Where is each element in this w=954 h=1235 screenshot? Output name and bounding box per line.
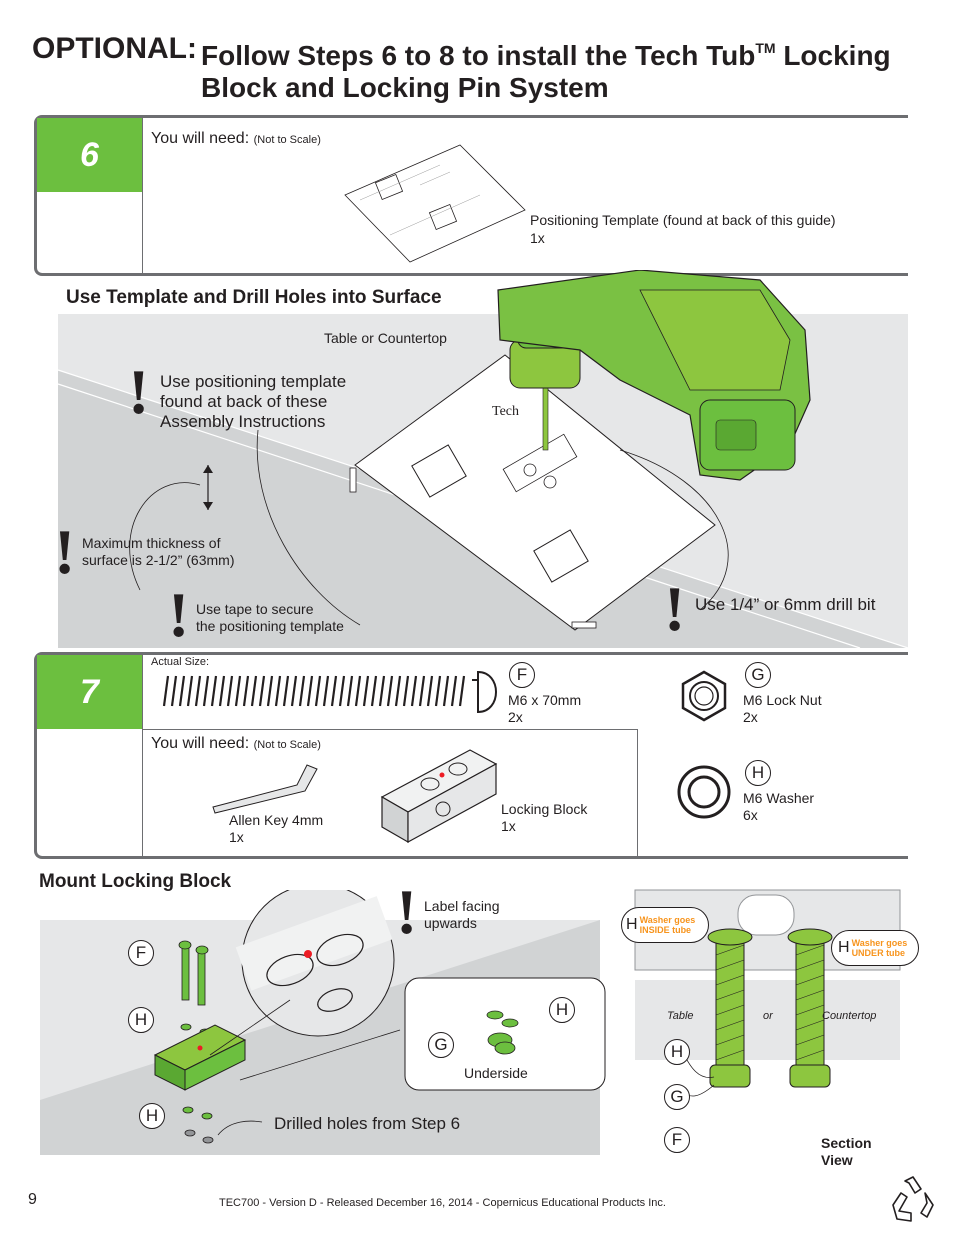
actual-size-label: Actual Size: xyxy=(151,656,210,668)
note-template-line3: Assembly Instructions xyxy=(160,412,326,431)
washer-under-line1: Washer goes xyxy=(851,938,908,948)
drill-section-heading: Use Template and Drill Holes into Surfac… xyxy=(66,287,442,308)
title-part1: Follow Steps 6 to 8 to install the Tech … xyxy=(201,40,756,71)
note-thickness-line1: Maximum thickness of xyxy=(82,535,221,551)
washer-under-letter: H xyxy=(838,939,850,956)
label-facing-line1: Label facing xyxy=(424,898,500,914)
section-view-line1: Section xyxy=(821,1135,872,1151)
step7-you-will-need: You will need: (Not to Scale) xyxy=(151,734,321,753)
locking-block-quantity: 1x xyxy=(501,818,516,834)
letter-h-badge: H xyxy=(745,760,771,786)
not-to-scale-label: (Not to Scale) xyxy=(253,739,321,751)
bolt-description: M6 x 70mm xyxy=(508,692,582,708)
page-number: 9 xyxy=(28,1191,37,1208)
nut-quantity: 2x xyxy=(743,709,758,725)
section-letter-g: G xyxy=(664,1084,690,1110)
recycle-icon xyxy=(892,1176,934,1222)
locking-block-icon xyxy=(380,749,498,844)
section-letter-f: F xyxy=(664,1127,690,1153)
note-drill-bit: Use 1/4” or 6mm drill bit xyxy=(695,595,876,614)
footer-text: TEC700 - Version D - Released December 1… xyxy=(219,1197,666,1209)
washer-inside-line2: INSIDE tube xyxy=(639,925,692,935)
template-quantity: 1x xyxy=(530,230,545,246)
section-view-label: Section View xyxy=(821,1135,872,1169)
letter-f-badge: F xyxy=(509,662,535,688)
section-countertop-word: Countertop xyxy=(822,1010,877,1022)
washer-icon xyxy=(677,765,731,819)
underside-letter-g: G xyxy=(428,1032,454,1058)
title-part2: Locking xyxy=(775,40,891,71)
underside-label: Underside xyxy=(464,1065,528,1081)
trademark: TM xyxy=(755,40,776,56)
note-template: Use positioning template found at back o… xyxy=(160,372,346,432)
note-tape-line1: Use tape to secure xyxy=(196,601,314,617)
section-table-word: Table xyxy=(667,1010,694,1022)
washer-quantity: 6x xyxy=(743,807,758,823)
mount-section-heading: Mount Locking Block xyxy=(39,871,232,892)
warning-icon: ! xyxy=(54,516,76,587)
mount-letter-h-top: H xyxy=(128,1007,154,1033)
step7-number: 7 xyxy=(37,655,142,729)
need-box-top xyxy=(142,729,638,730)
label-facing-line2: upwards xyxy=(424,915,477,931)
drilled-holes-label: Drilled holes from Step 6 xyxy=(274,1114,461,1133)
table-countertop-label: Table or Countertop xyxy=(324,330,447,346)
title-line2: Block and Locking Pin System xyxy=(201,72,609,103)
bolt-quantity: 2x xyxy=(508,709,523,725)
section-or-word: or xyxy=(763,1010,773,1022)
page-title: Follow Steps 6 to 8 to install the Tech … xyxy=(201,32,921,104)
mount-letter-f: F xyxy=(128,940,154,966)
washer-description: M6 Washer xyxy=(743,790,815,806)
positioning-template-thumbnail xyxy=(344,144,526,263)
note-template-line1: Use positioning template xyxy=(160,372,347,391)
template-description: Positioning Template (found at back of t… xyxy=(530,212,836,228)
nut-description: M6 Lock Nut xyxy=(743,692,822,708)
note-tape: Use tape to secure the positioning templ… xyxy=(196,601,344,635)
warning-icon: ! xyxy=(168,579,190,650)
step6-box xyxy=(34,115,908,276)
note-thickness-line2: surface is 2-1/2” (63mm) xyxy=(82,552,235,568)
template-brand-text: Tech xyxy=(492,404,519,419)
step7-divider xyxy=(142,655,143,856)
section-letter-h: H xyxy=(664,1039,690,1065)
step6-divider xyxy=(142,118,143,273)
allen-key-icon xyxy=(212,764,318,814)
label-facing-note: Label facing upwards xyxy=(424,898,500,932)
you-will-need-label: You will need: xyxy=(151,130,250,147)
washer-under-line2: UNDER tube xyxy=(851,948,906,958)
step6-you-will-need: You will need: (Not to Scale) xyxy=(151,129,321,148)
bolt-illustration xyxy=(162,670,498,714)
lock-nut-icon xyxy=(681,670,727,722)
locking-block-description: Locking Block xyxy=(501,801,588,817)
section-view-line2: View xyxy=(821,1152,853,1168)
you-will-need-label: You will need: xyxy=(151,735,250,752)
mount-letter-h-bottom: H xyxy=(139,1103,165,1129)
underside-letter-h: H xyxy=(549,997,575,1023)
warning-icon: ! xyxy=(664,573,686,644)
optional-label: OPTIONAL: xyxy=(32,32,197,65)
note-template-line2: found at back of these xyxy=(160,392,328,411)
note-tape-line2: the positioning template xyxy=(196,618,344,634)
warning-icon: ! xyxy=(396,876,418,947)
allen-key-quantity: 1x xyxy=(229,829,244,845)
washer-inside-letter: H xyxy=(626,916,638,933)
allen-key-description: Allen Key 4mm xyxy=(229,812,324,828)
washer-inside-line1: Washer goes xyxy=(639,915,696,925)
need-box-right xyxy=(637,729,638,856)
warning-icon: ! xyxy=(128,356,150,427)
letter-g-badge: G xyxy=(745,662,771,688)
step6-number: 6 xyxy=(37,118,142,192)
note-thickness: Maximum thickness of surface is 2-1/2” (… xyxy=(82,535,234,569)
not-to-scale-label: (Not to Scale) xyxy=(253,134,321,146)
step7-box xyxy=(34,652,908,859)
drill-illustration: Tech xyxy=(57,270,909,649)
